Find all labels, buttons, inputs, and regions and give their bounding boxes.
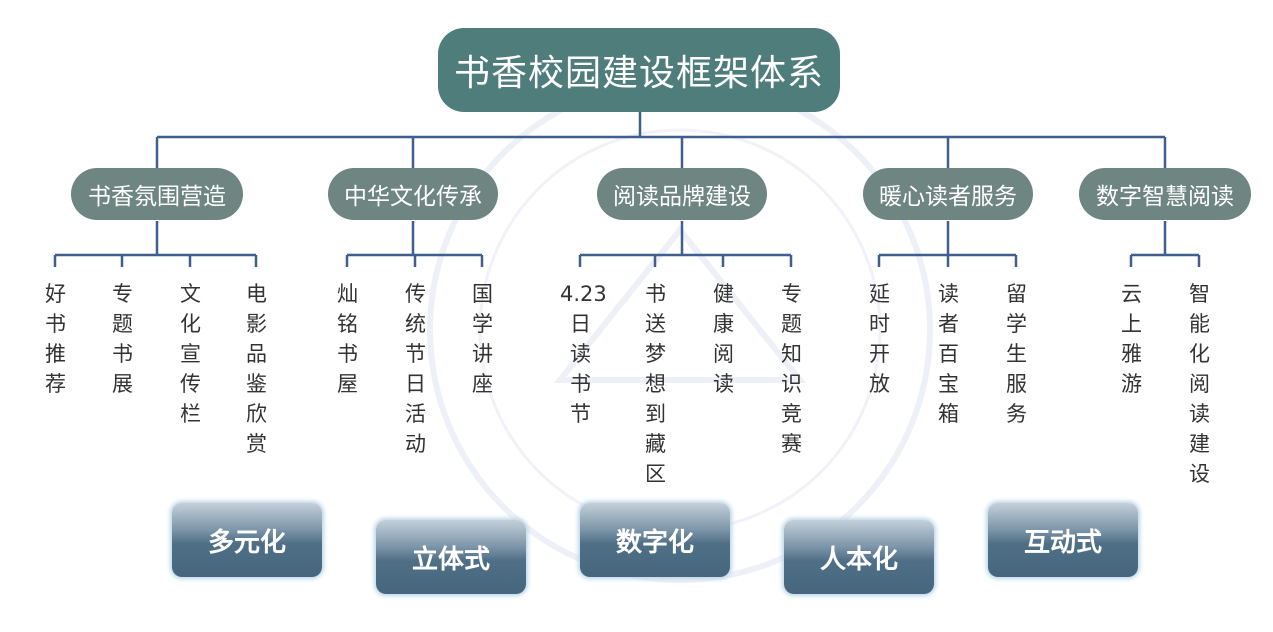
- feature-badge: 互动式: [988, 503, 1138, 577]
- leaf-item: 好书推荐: [45, 282, 66, 396]
- feature-badge: 数字化: [580, 503, 730, 577]
- leaf-item: 健康阅读: [713, 282, 734, 396]
- leaf-item: 国学讲座: [472, 282, 493, 396]
- feature-badge: 多元化: [172, 503, 322, 577]
- leaf-item: 延时开放: [869, 282, 890, 396]
- leaf-item: 专题知识竞赛: [781, 282, 802, 456]
- leaf-item: 专题书展: [112, 282, 133, 396]
- leaf-item: 智能化阅读建设: [1189, 282, 1210, 486]
- leaf-item: 电影品鉴欣赏: [246, 282, 267, 456]
- leaf-item: 云上雅游: [1121, 282, 1142, 396]
- feature-badge: 立体式: [376, 520, 526, 594]
- branch-node: 数字智慧阅读: [1079, 168, 1251, 220]
- leaf-item: 文化宣传栏: [180, 282, 201, 426]
- branch-node: 书香氛围营造: [71, 168, 243, 220]
- branch-node: 中华文化传承: [328, 168, 498, 220]
- branch-node: 暖心读者服务: [863, 168, 1033, 220]
- leaf-item: 留学生服务: [1006, 282, 1027, 426]
- feature-badge: 人本化: [784, 520, 934, 594]
- leaf-item: 读者百宝箱: [938, 282, 959, 426]
- leaf-item: 书送梦想到藏区: [645, 282, 666, 486]
- leaf-item: 4.23日读书节: [560, 282, 607, 426]
- leaf-item: 灿铭书屋: [337, 282, 358, 396]
- root-node: 书香校园建设框架体系: [438, 28, 840, 112]
- leaf-item: 传统节日活动: [405, 282, 426, 456]
- branch-node: 阅读品牌建设: [597, 168, 767, 220]
